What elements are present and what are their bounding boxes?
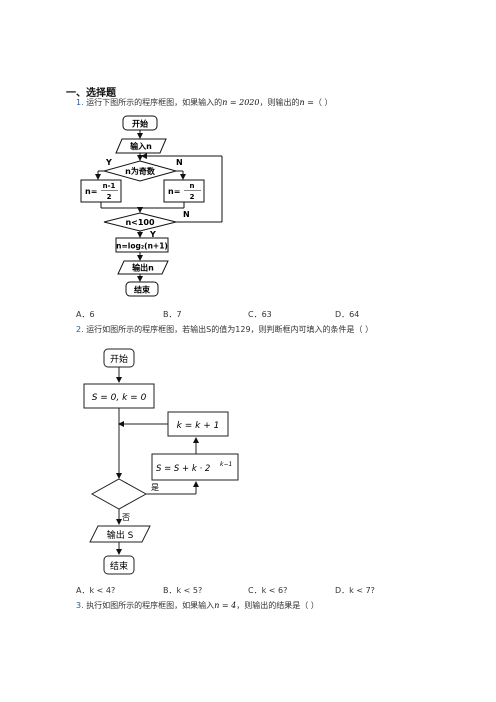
flowchart-1: 开始 输入n n为奇数 Y N n= n-1 2 n= n 2 n<100 N … [76,112,236,302]
no-label: N [176,158,183,167]
init-label: S = 0, k = 0 [92,393,147,403]
question-text: 执行如图所示的程序框图，如果输入 [86,601,215,610]
question-number: 1. [76,98,84,107]
update-box [151,453,239,481]
decision-label: n<100 [125,218,155,227]
option-d: D．64 [335,310,360,319]
decision-label: n为奇数 [125,166,156,176]
increment-box [167,411,229,437]
assign-left-den: 2 [107,193,112,201]
assign-left-num: n-1 [103,182,116,190]
question-text: ，则输出的结果是（ ） [236,601,319,610]
question-number: 3. [76,601,84,610]
math-expression: n = 2020 [222,98,260,107]
option-a: A．k < 4? [76,586,116,595]
assign-right-lhs: n= [168,187,180,196]
question-1: 1. 运行下图所示的程序框图，如果输入的n = 2020，则输出的n =（ ） [76,97,332,108]
option-a: A．6 [76,310,95,319]
no-label: N [183,210,190,219]
question-3: 3. 执行如图所示的程序框图，如果输入n = 4，则输出的结果是（ ） [76,600,319,611]
init-box [83,383,155,409]
yes-label: Y [149,230,156,239]
update-label: S = S + k · 2 [156,464,210,474]
option-b: B．7 [163,310,182,319]
update-exponent: k−1 [220,461,232,468]
option-c: C．63 [248,310,272,319]
output-label: 输出 S [107,529,134,541]
decision-odd [102,160,178,182]
yes-label: 是 [151,483,159,492]
section-title: 一、选择题 [66,88,116,99]
output-label: 输出n [132,263,154,273]
math-expression: n = 4 [214,601,237,610]
end-node [103,555,135,575]
start-label: 开始 [110,353,128,365]
assign-right-num: n [190,182,195,190]
option-d: D．k < 7? [335,586,375,595]
assign-log-label: n=log₂(n+1) [116,242,168,251]
start-label: 开始 [132,119,148,129]
output-node [117,260,169,275]
assign-right-den: 2 [190,193,195,201]
input-node [115,138,167,154]
end-label: 结束 [134,285,151,295]
output-node [89,525,151,543]
question-number: 2. [76,325,84,334]
option-c: C．k < 6? [248,586,288,595]
flowchart-2: 开始 S = 0, k = 0 k = k + 1 S = S + k · 2 … [76,342,241,578]
option-b: B．k < 5? [163,586,203,595]
question-text: 运行下图所示的程序框图，如果输入的 [86,98,223,107]
no-label: 否 [122,513,130,522]
input-label: 输入n [130,141,152,151]
end-label: 结束 [110,560,128,572]
increment-label: k = k + 1 [177,421,220,431]
math-expression: n = [299,98,314,107]
assign-left-lhs: n= [85,187,97,196]
end-node [125,281,159,297]
question-text: （ ） [313,98,333,107]
question-text: 运行如图所示的程序框图，若输出S的值为129，则判断框内可填入的条件是（ ） [86,325,374,334]
question-2: 2. 运行如图所示的程序框图，若输出S的值为129，则判断框内可填入的条件是（ … [76,324,373,335]
yes-label: Y [105,158,112,167]
question-text: ，则输出的 [259,98,300,107]
assign-log-box [115,237,169,253]
